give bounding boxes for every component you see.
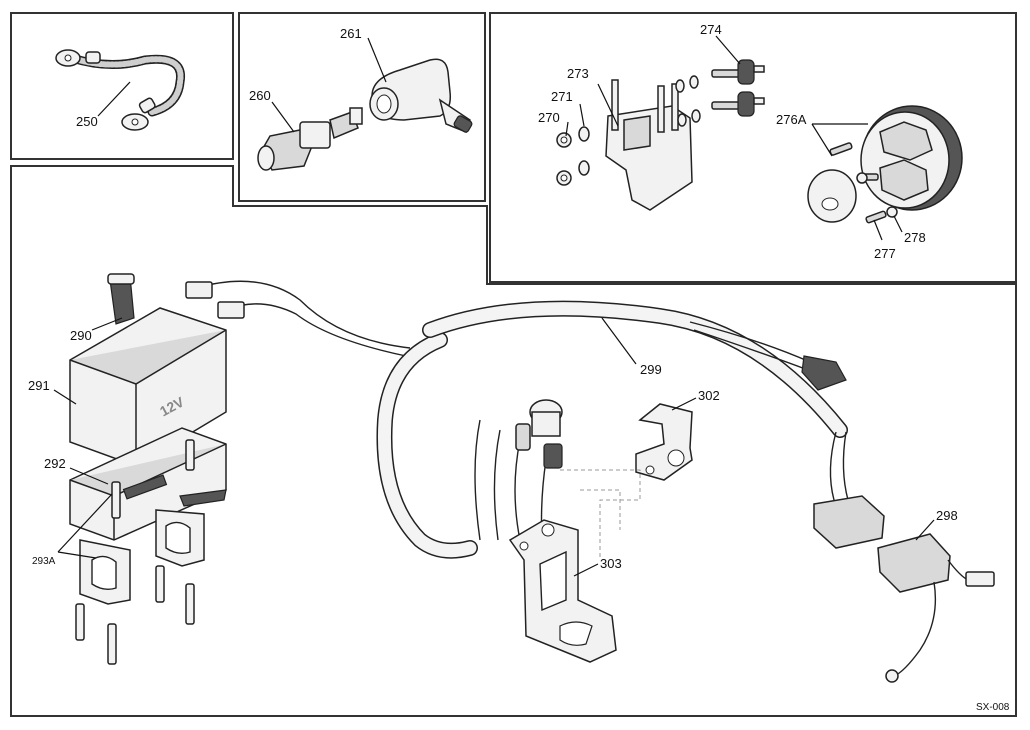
spark-plug-cap-261 (369, 58, 473, 133)
label-292: 292 (44, 456, 66, 471)
clamps-293a (75, 439, 227, 665)
label-276a: 276A (776, 112, 807, 127)
connector-298 (813, 495, 995, 683)
label-277: 277 (874, 246, 896, 261)
label-303: 303 (600, 556, 622, 571)
label-299: 299 (640, 362, 662, 377)
label-293a: 293A (32, 556, 56, 567)
ignition-module-group (556, 59, 963, 224)
battery-291 (69, 273, 227, 467)
label-298: 298 (936, 508, 958, 523)
label-260: 260 (249, 88, 271, 103)
label-261: 261 (340, 26, 362, 41)
label-291: 291 (28, 378, 50, 393)
label-271: 271 (551, 89, 573, 104)
spark-plug-260 (257, 107, 363, 171)
label-278: 278 (904, 230, 926, 245)
label-270: 270 (538, 110, 560, 125)
bracket-303 (508, 469, 641, 663)
ground-strap-250 (55, 49, 186, 131)
panel-frames (10, 12, 1017, 717)
label-273: 273 (567, 66, 589, 81)
leader-lines (53, 35, 935, 577)
bracket-302 (635, 403, 693, 481)
label-302: 302 (698, 388, 720, 403)
wiring-harness-299 (185, 280, 849, 559)
label-290: 290 (70, 328, 92, 343)
part-labels: 250 260 261 270 271 273 274 276A 277 278… (28, 22, 1010, 713)
figure-code: SX-008 (976, 702, 1010, 713)
label-274: 274 (700, 22, 722, 37)
label-250: 250 (76, 114, 98, 129)
